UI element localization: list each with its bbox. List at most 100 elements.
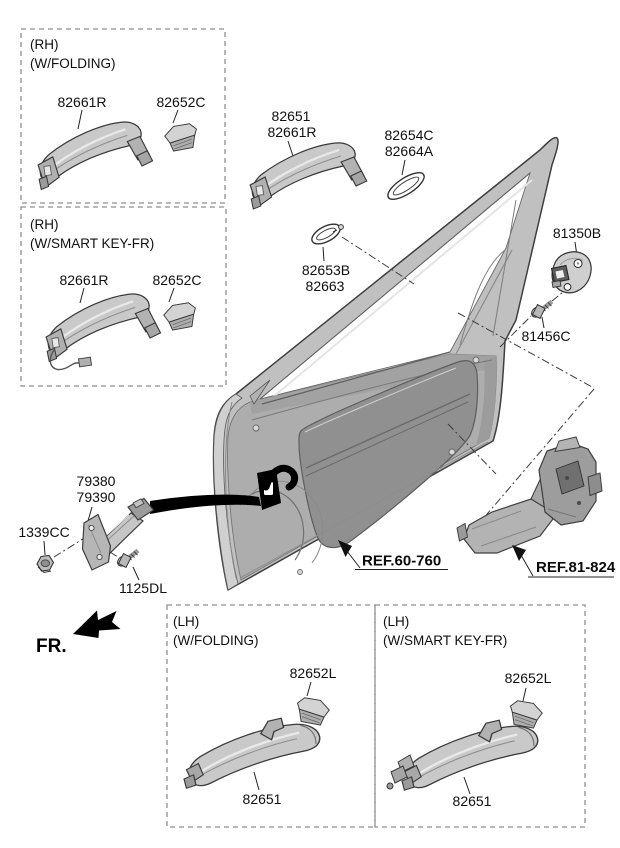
checker-bolt [116, 551, 138, 569]
door-handle-lh-smart [400, 718, 540, 792]
option-box-border [20, 206, 227, 387]
handle-assembly-callout: 82651 82661R [248, 108, 368, 211]
smart-key-wire [49, 349, 81, 371]
part-label-82661R: 82661R [59, 272, 108, 288]
part-label-82653B: 82653B [302, 262, 350, 278]
part-label-1339CC: 1339CC [18, 524, 69, 540]
panel-hole-3 [448, 448, 456, 456]
sash-corner-detail [249, 379, 271, 405]
impact-beam-2 [305, 401, 469, 477]
leader-line [77, 109, 83, 130]
ref-label-latch: REF.81-824 [536, 559, 616, 576]
option-box-rh-smart-key: (RH) (W/SMART KEY-FR) 82661R 82652C [20, 206, 227, 387]
panel-hole-4 [297, 569, 303, 575]
part-label-82661R: 82661R [57, 94, 106, 110]
leader-line [87, 506, 93, 522]
option-box-rh-folding: (RH) (W/FOLDING) 82661R 82652C [20, 28, 226, 204]
part-label-82661R: 82661R [267, 124, 316, 140]
part-label-82652L: 82652L [290, 665, 337, 681]
ref-label-door: REF.60-760 [362, 553, 441, 570]
wire-connector [77, 356, 93, 368]
box-header-line2: (W/SMART KEY-FR) [30, 236, 154, 251]
pad-seal-outer-callout: 82654C 82664A [384, 127, 434, 200]
leader-line [322, 246, 325, 262]
door-ref-callout: REF.60-760 [338, 540, 448, 570]
quarter-divider [455, 249, 513, 355]
opening-highlight [304, 367, 457, 433]
leader-line [306, 681, 312, 697]
option-box-lh-smart-key: (LH) (W/SMART KEY-FR) 82652L 82651 [374, 604, 586, 828]
latch-assembly [456, 436, 603, 554]
box-header-line1: (LH) [383, 614, 409, 629]
handle-cover-lh [297, 697, 330, 726]
ref-arrowhead [338, 540, 352, 557]
dash-latch-3 [447, 423, 497, 475]
part-label-82652L: 82652L [505, 670, 552, 686]
leader-line [168, 287, 175, 303]
checker-callout: 79380 79390 1339CC 1125DL [18, 473, 167, 596]
ref-arrowhead [512, 545, 526, 561]
center-opening [298, 360, 479, 549]
handle-cover-lh [510, 700, 543, 729]
dash-nut [53, 536, 87, 558]
panel-hole-2 [472, 356, 480, 364]
box-header-line1: (RH) [30, 37, 59, 52]
panel-hole-1 [252, 424, 260, 432]
box-header-line2: (W/SMART KEY-FR) [383, 633, 507, 648]
part-label-81456C: 81456C [521, 328, 570, 344]
ref-leader [346, 550, 361, 569]
leader-line [253, 771, 260, 791]
fr-indicator: FR. [36, 610, 121, 657]
part-label-82652C: 82652C [156, 94, 205, 110]
door-handle-rh-folding [36, 120, 154, 191]
bottom-inner-line [239, 441, 489, 579]
leader-line [541, 316, 545, 329]
sash-run-channel [265, 179, 533, 404]
sash-inner-line [259, 172, 531, 400]
door-checker [81, 497, 155, 571]
leader-line [522, 687, 527, 702]
door-handle-lh-folding [182, 716, 322, 790]
part-label-82664A: 82664A [385, 143, 434, 159]
leader-line [172, 109, 179, 124]
leader-line [132, 566, 140, 581]
leader-line [401, 159, 406, 176]
checker-pointer-swoosh [150, 464, 299, 514]
part-label-81350B: 81350B [553, 225, 601, 241]
option-box-border [166, 604, 376, 828]
door-handle-main [248, 141, 368, 211]
option-box-lh-folding: (LH) (W/FOLDING) 82652L 82651 [166, 604, 376, 828]
dash-striker-1 [499, 315, 532, 348]
box-header-line2: (W/FOLDING) [173, 633, 259, 648]
handle-cover-rh [163, 302, 196, 331]
pad-seal-outer [387, 172, 425, 200]
dash-latch-1 [457, 312, 595, 389]
door-panel-illustration [212, 136, 559, 591]
handle-cover-rh [164, 123, 197, 152]
belt-line [261, 351, 451, 405]
part-label-79380: 79380 [77, 473, 116, 489]
striker-callout: 81350B 81456C [521, 225, 601, 344]
impact-beam-1 [305, 393, 471, 469]
part-label-1125DL: 1125DL [119, 580, 167, 596]
front-edge-skin [213, 393, 243, 591]
front-crease [225, 401, 237, 579]
part-label-82654C: 82654C [384, 127, 433, 143]
ref-leader [520, 554, 534, 577]
latch-ref-callout: REF.81-824 [456, 436, 616, 578]
rear-shade [476, 356, 497, 446]
door-striker [550, 251, 592, 294]
option-box-border [20, 28, 226, 204]
box-header-line1: (RH) [30, 217, 59, 232]
leader-line [79, 287, 85, 304]
part-label-82651: 82651 [243, 791, 282, 807]
part-label-82651: 82651 [272, 108, 311, 124]
part-label-82651: 82651 [453, 793, 492, 809]
fr-arrow-icon [73, 610, 121, 638]
belt-shade [250, 354, 496, 414]
dash-checker-bolt [109, 551, 122, 560]
striker-bolt [530, 302, 552, 320]
pad-seal-inner-callout: 82653B 82663 [302, 223, 350, 294]
dash-pad-inner [341, 236, 415, 285]
